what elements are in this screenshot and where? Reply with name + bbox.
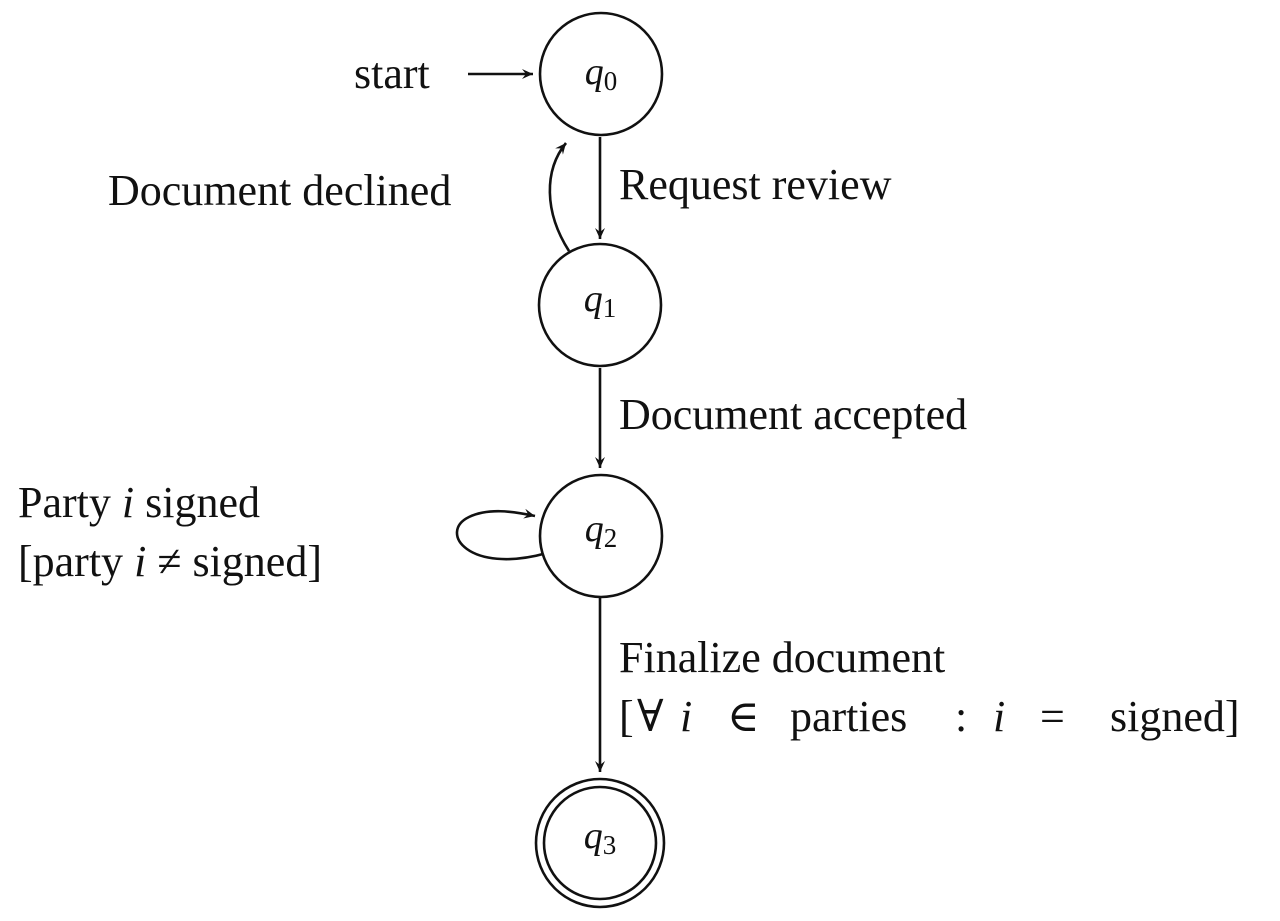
state-q1-name: q <box>584 278 603 320</box>
guard-open: [party <box>18 537 134 586</box>
state-q2: q2 <box>538 473 664 599</box>
finalize-guard-open-bracket: [ <box>619 692 634 741</box>
document-accepted-label: Document accepted <box>619 390 967 439</box>
svg-text:q3: q3 <box>584 815 617 860</box>
state-q1: q1 <box>537 242 663 368</box>
finalize-guard-forall: ∀ <box>637 692 664 741</box>
party-signed-label: Party i signed <box>18 478 260 527</box>
edge-document-declined <box>548 142 571 252</box>
guard-signed: signed] <box>192 537 322 586</box>
state-q2-name: q <box>585 508 604 550</box>
svg-text:q0: q0 <box>585 51 618 96</box>
guard-var-i: i <box>134 537 146 586</box>
party-signed-var-i: i <box>122 478 134 527</box>
finalize-guard-signed: signed] <box>1110 692 1240 741</box>
finalize-document-label: Finalize document <box>619 633 945 682</box>
state-q0-name: q <box>585 51 604 93</box>
party-signed-text-pre: Party <box>18 478 122 527</box>
finalize-guard-set: parties <box>790 692 907 741</box>
request-review-label: Request review <box>619 160 892 209</box>
state-q2-subscript: 2 <box>604 523 618 553</box>
party-signed-text-post: signed <box>134 478 260 527</box>
edge-party-signed-loop <box>455 508 548 561</box>
state-q3-subscript: 3 <box>603 830 617 860</box>
state-q3-name: q <box>584 815 603 857</box>
finalize-guard-equals: = <box>1040 692 1065 741</box>
svg-text:q2: q2 <box>585 508 618 553</box>
start-label: start <box>354 49 430 98</box>
state-q0: q0 <box>538 11 664 137</box>
guard-not-equal: ≠ <box>146 537 192 586</box>
finalize-document-guard: [ ∀ i ∈ parties : i = signed] <box>619 692 1240 741</box>
state-q1-subscript: 1 <box>603 293 617 323</box>
party-signed-guard: [party i ≠ signed] <box>18 537 322 586</box>
document-declined-label: Document declined <box>108 166 451 215</box>
state-q0-subscript: 0 <box>604 66 618 96</box>
finalize-guard-colon: : <box>955 692 967 741</box>
state-q3-accepting: q3 <box>534 777 666 909</box>
finalize-guard-var-i: i <box>680 692 692 741</box>
svg-text:q1: q1 <box>584 278 617 323</box>
finalize-guard-element-of: ∈ <box>727 692 760 741</box>
finalize-guard-var-i-2: i <box>993 692 1005 741</box>
